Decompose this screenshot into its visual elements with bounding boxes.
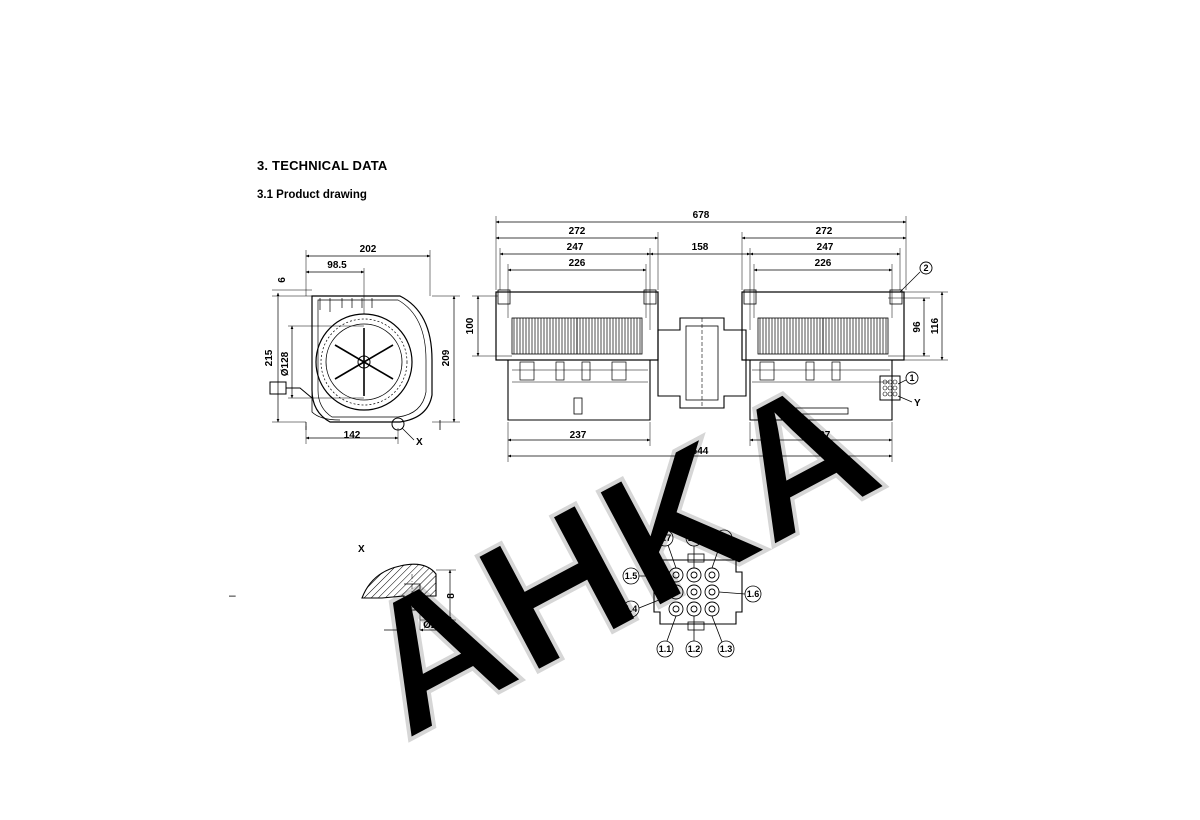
pin-1-2: 1.2 — [688, 644, 701, 654]
pin-1-4: 1.4 — [625, 604, 638, 614]
watermark-text: AHKA — [326, 333, 910, 778]
dim-272-right: 272 — [816, 226, 833, 237]
dim-8: 8 — [446, 593, 457, 599]
dim-209: 209 — [441, 349, 452, 366]
dim-116: 116 — [930, 317, 941, 334]
pin-1-9: 1.9 — [718, 533, 731, 543]
pin-1-7: 1.7 — [659, 533, 672, 543]
detail-x-labels: X 8 Ø2.3 — [358, 544, 457, 631]
dim-678: 678 — [693, 210, 710, 221]
detail-y-label: Y — [626, 516, 633, 527]
dim-142: 142 — [344, 430, 361, 441]
dim-226-right: 226 — [815, 258, 832, 269]
dim-diameter-2-3: Ø2.3 — [423, 620, 445, 631]
dim-96: 96 — [912, 321, 923, 333]
dim-6: 6 — [277, 277, 288, 283]
detail-y-marker: Y — [914, 398, 921, 409]
detail-y-labels: Y 1.7 1.8 1.9 1.5 1.6 1.4 1.1 1.2 1.3 — [625, 516, 760, 654]
callout-1: 1 — [909, 373, 914, 383]
dim-158: 158 — [692, 242, 709, 253]
dim-237-left: 237 — [570, 430, 587, 441]
dim-215: 215 — [264, 349, 275, 366]
detail-x-label: X — [358, 544, 365, 555]
detail-x-dash: – — [229, 588, 236, 602]
subsection-heading: 3.1 Product drawing — [257, 189, 367, 201]
front-view — [472, 216, 948, 462]
side-view — [269, 250, 460, 444]
pin-1-3: 1.3 — [720, 644, 733, 654]
pin-1-8: 1.8 — [688, 533, 701, 543]
pin-1-1: 1.1 — [659, 644, 672, 654]
front-view-labels: 678 272 272 247 158 247 226 226 100 96 1… — [465, 210, 941, 457]
detail-x — [361, 563, 456, 632]
detail-x-marker: X — [416, 437, 423, 448]
dim-247-right: 247 — [817, 242, 834, 253]
dim-272-left: 272 — [569, 226, 586, 237]
callout-2: 2 — [923, 263, 928, 273]
dim-diameter-128: Ø128 — [280, 351, 291, 376]
pin-1-6: 1.6 — [747, 589, 760, 599]
section-heading: 3. TECHNICAL DATA — [257, 158, 388, 173]
side-view-labels: 202 98.5 6 215 Ø128 209 142 X — [264, 244, 452, 448]
pin-1-5: 1.5 — [625, 571, 638, 581]
watermark: AHKA — [324, 331, 912, 780]
dim-226-left: 226 — [569, 258, 586, 269]
dim-237-right: 237 — [814, 430, 831, 441]
detail-y — [622, 529, 762, 658]
dim-202: 202 — [360, 244, 377, 255]
dim-100: 100 — [465, 317, 476, 334]
dim-247-left: 247 — [567, 242, 584, 253]
dim-98-5: 98.5 — [327, 260, 347, 271]
dim-644: 644 — [692, 446, 709, 457]
